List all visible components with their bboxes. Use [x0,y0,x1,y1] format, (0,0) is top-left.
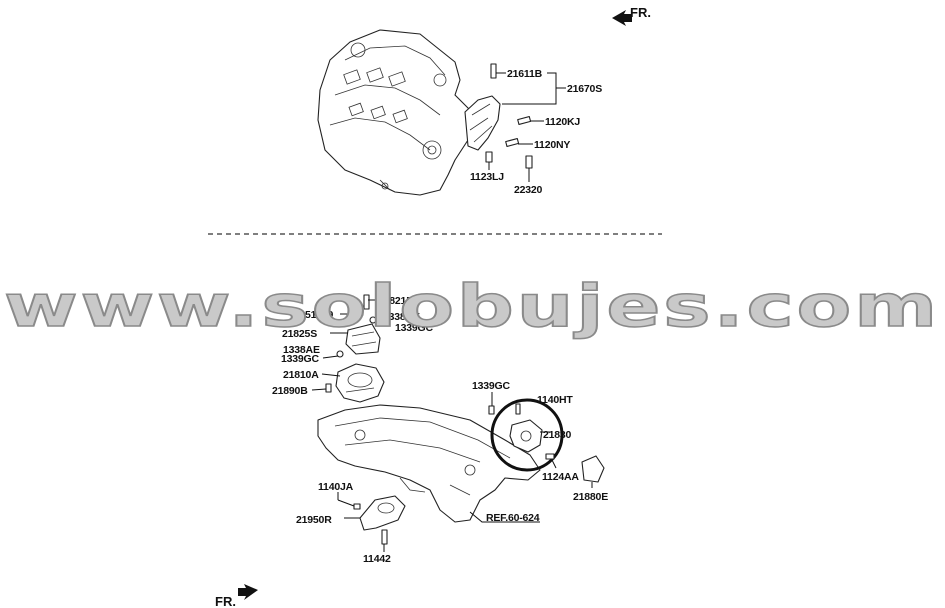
callout-11442: 11442 [363,553,391,565]
fr-arrow-bottom: FR. [215,584,258,608]
callout-1140HT: 1140HT [537,394,573,406]
callout-51759: 51759 [305,309,334,321]
callouts-bottom: 21821E 51759 1338AE 1339GC 21825S 1338AE… [272,295,608,565]
callout-21880E: 21880E [573,491,608,503]
callout-1120KJ: 1120KJ [545,116,580,128]
callout-1339GC-c: 1339GC [472,380,511,392]
subframe-crossmember [317,404,541,523]
callout-1338AE-a: 1338AE [383,311,420,323]
callout-1338AE-b: 1338AE [283,344,320,356]
callout-1339GC-b: 1339GC [281,353,320,365]
fr-arrow-top: FR. [612,5,651,26]
callout-1140JA: 1140JA [318,481,354,493]
callout-21830: 21830 [543,429,572,441]
fr-label-top: FR. [630,5,651,20]
callout-21670S: 21670S [567,83,602,95]
callout-22320: 22320 [514,184,543,196]
callout-1339GC-a: 1339GC [395,322,434,334]
callout-21821E: 21821E [378,295,413,307]
callout-ref-60-624: REF.60-624 [486,512,540,524]
callout-1120NY: 1120NY [534,139,570,151]
direction-arrow-icon [612,10,632,26]
callout-21890B: 21890B [272,385,308,397]
watermark-text: www.solobujes.com [4,272,940,340]
bolts-top [485,115,533,169]
engine-block [317,29,471,196]
callout-21950R: 21950R [296,514,332,526]
engine-mount-21810A [325,294,385,403]
callout-21825S: 21825S [282,328,317,340]
roll-rod-21950R [353,495,406,545]
callouts-top: 21611B 21670S 1120KJ 1120NY 1123LJ 22320 [470,68,602,196]
fr-label-bottom: FR. [215,594,236,608]
callout-21611B: 21611B [507,68,543,80]
callout-1123LJ: 1123LJ [470,171,504,183]
callout-21810A: 21810A [283,369,319,381]
callout-1124AA: 1124AA [542,471,579,483]
direction-arrow-icon [238,584,258,600]
mounting-bracket-21670S [464,63,501,151]
